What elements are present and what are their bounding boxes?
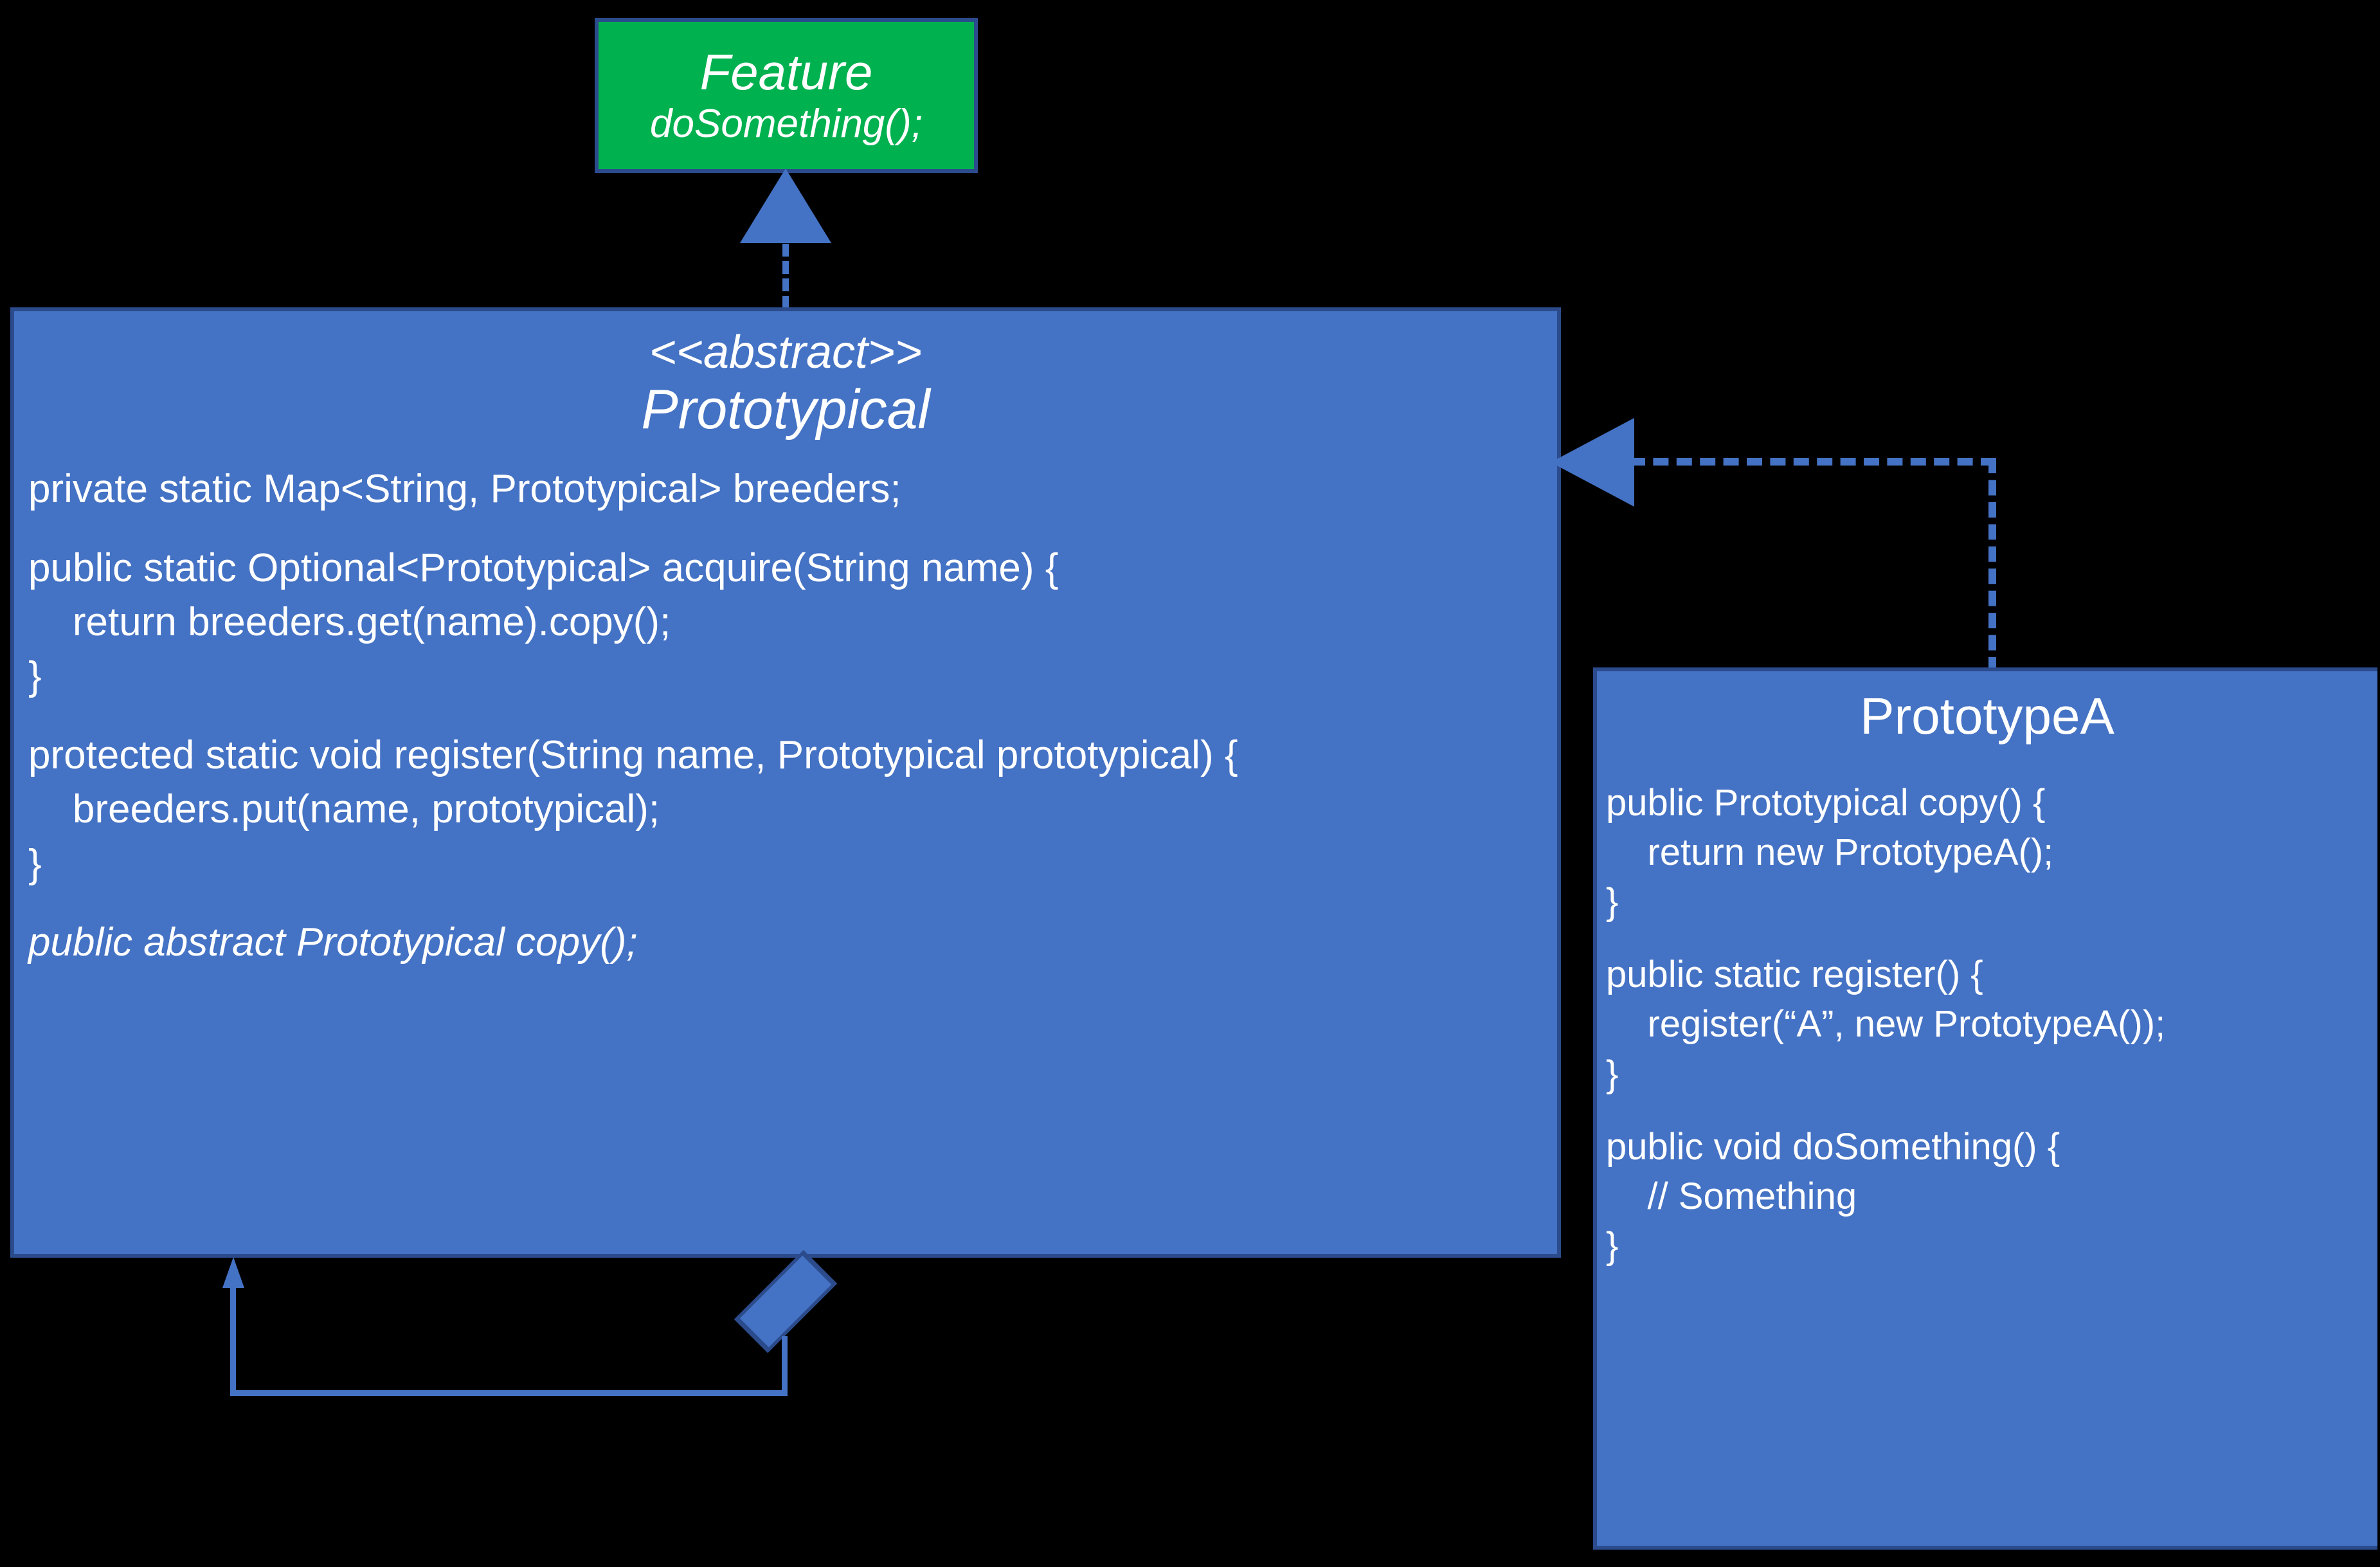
prototypea-member-line-10: } bbox=[1606, 1224, 1619, 1267]
realization-dashed-line bbox=[782, 226, 789, 309]
prototypical-members: private static Map<String, Prototypical>… bbox=[14, 462, 1557, 970]
prototypical-member-line-5 bbox=[28, 704, 1557, 729]
prototypea-member-line-6: } bbox=[1606, 1053, 1619, 1095]
prototypical-header: <<abstract>> Prototypical bbox=[14, 327, 1557, 440]
prototypical-member-line-6: protected static void register(String na… bbox=[28, 733, 1238, 778]
prototypea-member-line-9: // Something bbox=[1606, 1175, 1857, 1217]
prototypical-member-line-0: private static Map<String, Prototypical>… bbox=[28, 466, 901, 511]
generalization-triangle-arrowhead-icon bbox=[1551, 418, 1634, 507]
prototypea-member-line-3 bbox=[1606, 927, 2377, 950]
class-box-prototypea[interactable]: PrototypeA public Prototypical copy() { … bbox=[1593, 667, 2377, 1550]
prototypical-class-name: Prototypical bbox=[641, 378, 930, 440]
prototypical-member-line-2: public static Optional<Prototypical> acq… bbox=[28, 545, 1059, 590]
aggregation-arrowhead-icon bbox=[222, 1257, 244, 1288]
prototypical-member-line-10: public abstract Prototypical copy(); bbox=[28, 920, 638, 965]
aggregation-line-left bbox=[230, 1283, 236, 1396]
prototypea-member-line-8: public void doSomething() { bbox=[1606, 1125, 2060, 1168]
prototypical-member-line-8: } bbox=[28, 841, 42, 886]
prototypical-stereotype: <<abstract>> bbox=[649, 327, 923, 378]
prototypical-member-line-1 bbox=[28, 516, 1557, 541]
realization-triangle-arrowhead-icon bbox=[740, 168, 831, 243]
prototypea-member-line-2: } bbox=[1606, 881, 1619, 923]
prototypea-member-line-1: return new PrototypeA(); bbox=[1606, 831, 2054, 874]
aggregation-line-right bbox=[782, 1336, 788, 1395]
aggregation-line-bottom bbox=[230, 1390, 788, 1396]
prototypea-member-line-5: register(“A”, new PrototypeA()); bbox=[1606, 1003, 2166, 1046]
prototypea-class-name: PrototypeA bbox=[1860, 687, 2114, 745]
feature-class-name: Feature bbox=[699, 44, 873, 101]
class-box-prototypical[interactable]: <<abstract>> Prototypical private static… bbox=[10, 307, 1561, 1258]
generalization-dashed-vertical-line bbox=[1988, 458, 1996, 673]
class-box-feature[interactable]: Feature doSomething(); bbox=[595, 18, 978, 173]
generalization-dashed-horizontal-line bbox=[1630, 458, 1996, 466]
prototypical-member-line-7: breeders.put(name, prototypical); bbox=[28, 787, 660, 832]
prototypical-member-line-3: return breeders.get(name).copy(); bbox=[28, 600, 671, 644]
prototypea-member-line-7 bbox=[1606, 1099, 2377, 1122]
prototypical-member-line-9 bbox=[28, 891, 1557, 916]
prototypea-member-line-0: public Prototypical copy() { bbox=[1606, 782, 2046, 824]
prototypical-member-line-4: } bbox=[28, 654, 42, 699]
prototypea-member-line-4: public static register() { bbox=[1606, 954, 1983, 996]
prototypea-members: public Prototypical copy() { return new … bbox=[1597, 778, 2377, 1271]
feature-member-dosomething: doSomething(); bbox=[650, 101, 923, 146]
